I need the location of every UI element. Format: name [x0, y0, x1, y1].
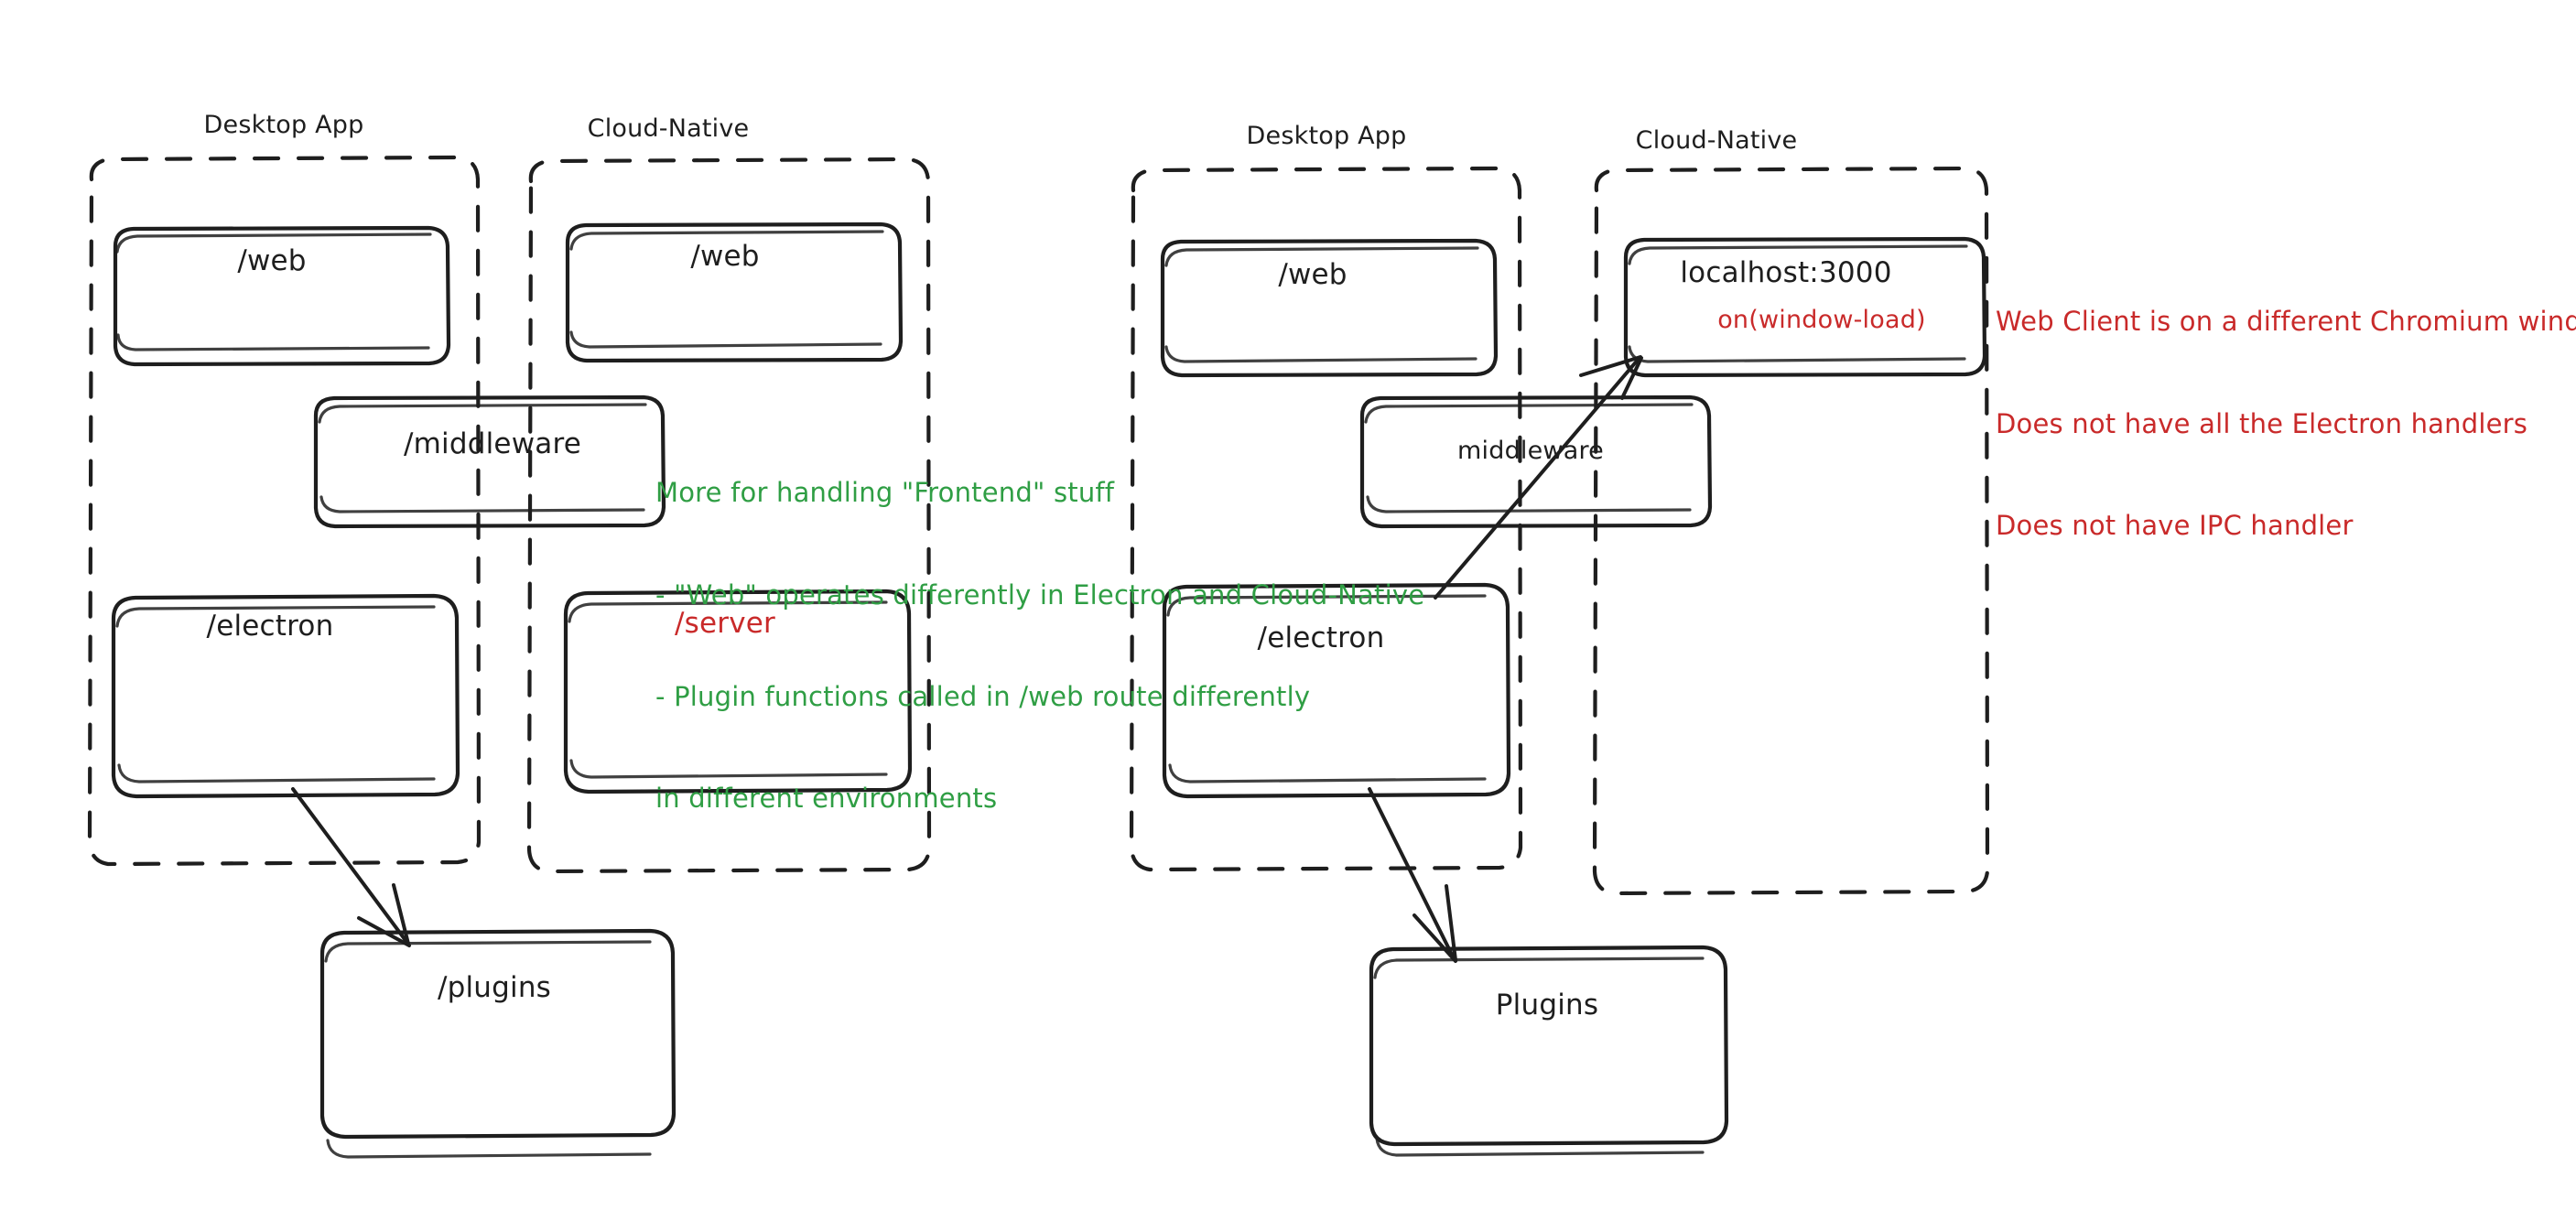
right-electron-to-localhost-connector[interactable] [1432, 353, 1644, 602]
right-desktop-app-label: Desktop App [1246, 122, 1407, 150]
left-desktop-app-label: Desktop App [203, 111, 364, 139]
right-desktop-web-label: /web [1278, 258, 1348, 291]
left-desktop-electron-label: /electron [206, 610, 334, 643]
right-red-note-line-2: Does not have all the Electron handlers [1996, 407, 2528, 439]
left-plugins-label: /plugins [437, 971, 552, 1004]
right-red-note-line-1: Web Client is on a different Chromium wi… [1996, 306, 2576, 338]
left-middleware-node[interactable] [315, 397, 665, 527]
right-cloud-native-label: Cloud-Native [1635, 126, 1798, 155]
right-localhost-node[interactable] [1624, 239, 1985, 378]
left-electron-to-plugins-connector[interactable] [289, 785, 414, 948]
right-red-note-line-3: Does not have IPC handler [1996, 509, 2354, 541]
right-middleware-label: middleware [1457, 437, 1604, 465]
left-cloud-server-node[interactable] [564, 591, 910, 789]
left-cloud-native-label: Cloud-Native [587, 114, 750, 143]
left-cloud-web-node[interactable] [566, 224, 901, 362]
left-green-note-line-2: - "Web" operates differently in Electron… [655, 578, 1425, 611]
left-desktop-web-label: /web [237, 244, 307, 277]
left-green-note-line-4: in different environments [655, 783, 998, 815]
left-desktop-electron-node[interactable] [112, 596, 458, 794]
left-green-note-line-3: - Plugin functions called in /web route … [655, 680, 1311, 712]
right-plugins-node[interactable] [1369, 947, 1726, 1145]
right-desktop-electron-label: /electron [1257, 621, 1385, 654]
right-electron-to-plugins-connector[interactable] [1366, 785, 1459, 963]
right-localhost-label: localhost:3000 [1680, 256, 1892, 289]
left-green-note: More for handling "Frontend" stuff - "We… [655, 408, 1424, 884]
left-middleware-label: /middleware [404, 427, 581, 460]
left-cloud-server-label: /server [675, 607, 775, 640]
right-plugins-label: Plugins [1495, 989, 1599, 1021]
right-desktop-electron-node[interactable] [1163, 585, 1509, 795]
left-plugins-node[interactable] [320, 931, 674, 1136]
left-desktop-web-node[interactable] [114, 228, 449, 365]
left-green-note-line-1: More for handling "Frontend" stuff [655, 477, 1115, 509]
left-cloud-web-label: /web [690, 240, 760, 273]
right-localhost-sublabel: on(window-load) [1717, 306, 1926, 334]
right-red-note: Web Client is on a different Chromium wi… [1996, 237, 2576, 611]
